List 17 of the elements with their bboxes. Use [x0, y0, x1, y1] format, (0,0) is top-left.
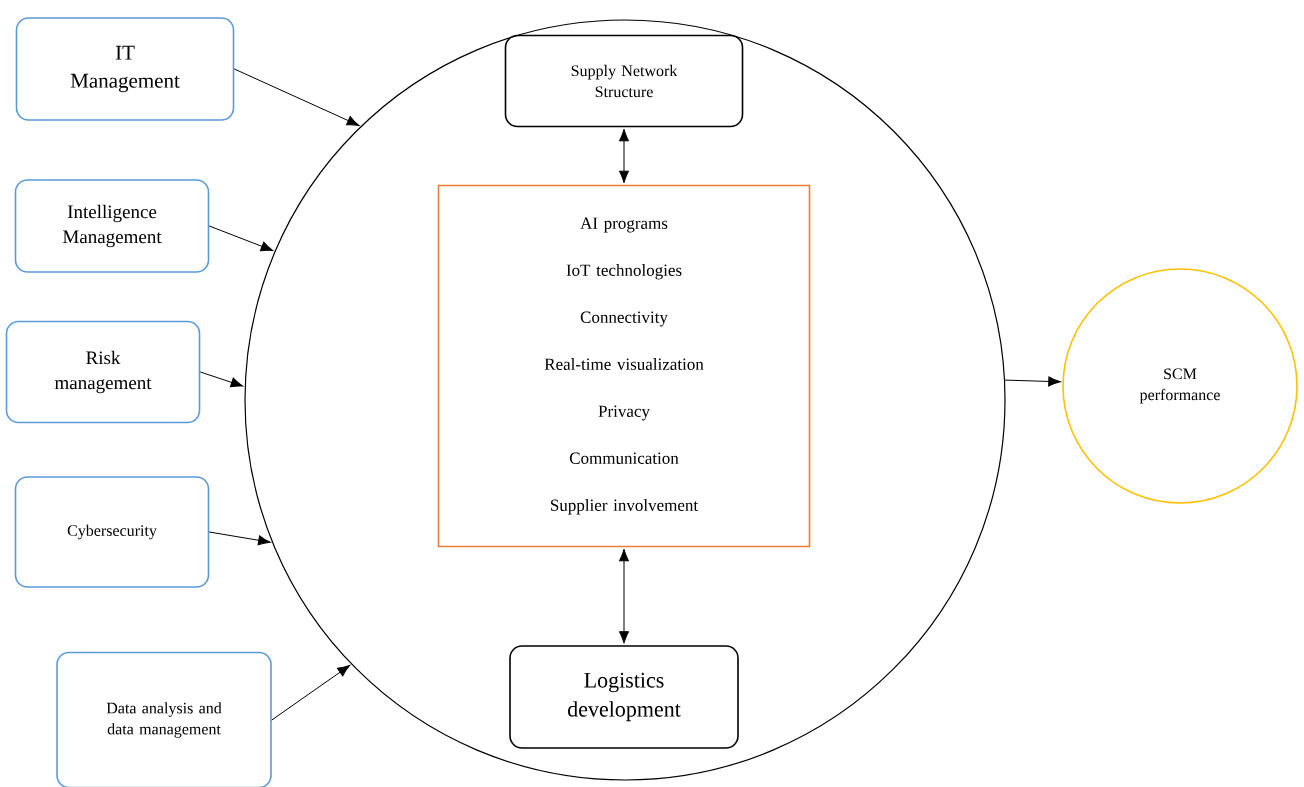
arrow [199, 371, 244, 388]
arrow [618, 128, 630, 184]
process-box: Supply Network Structure [504, 34, 744, 128]
factor-box: Data analysis and data management [56, 651, 272, 787]
factor-box: Risk management [5, 320, 201, 424]
arrow [208, 225, 274, 252]
feature-box: AI programs IoT technologies Connectivity Real-time visualization Privacy Communication Supplier involvement [437, 184, 811, 548]
factor-box: IT Management [15, 17, 235, 121]
arrow [233, 68, 360, 126]
process-box: Logistics development [509, 645, 739, 749]
factor-box: Cybersecurity [14, 476, 210, 588]
factor-box: Intelligence Management [14, 179, 210, 273]
arrow [1004, 376, 1061, 387]
circle [244, 19, 1006, 781]
arrow [271, 665, 351, 721]
arrow [618, 548, 630, 644]
arrow [208, 531, 271, 546]
